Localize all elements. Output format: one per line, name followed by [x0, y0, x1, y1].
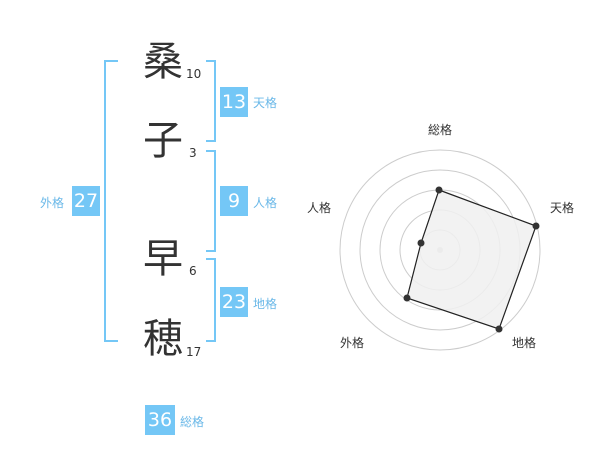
tenkaku-bracket — [206, 60, 216, 142]
radar-label-gaikaku: 外格 — [340, 335, 364, 350]
stroke-count-3: 6 — [189, 264, 197, 278]
radar-polygon — [406, 189, 537, 330]
soukaku-value-badge: 36 — [145, 405, 175, 435]
name-char-4: 穂 — [143, 316, 183, 362]
stroke-count-1: 10 — [186, 67, 202, 81]
radar-grid-ring-1 — [339, 149, 541, 351]
name-char-2: 子 — [143, 118, 183, 164]
stroke-count-2: 3 — [189, 146, 197, 160]
chikaku-bracket — [206, 258, 216, 342]
radar-point-soukaku — [435, 186, 443, 194]
radar-point-jinkaku — [417, 239, 425, 247]
tenkaku-label: 天格 — [253, 96, 278, 110]
chikaku-label: 地格 — [253, 297, 278, 311]
chikaku-value-badge: 23 — [220, 287, 248, 317]
soukaku-label: 総格 — [180, 415, 205, 429]
radar-label-jinkaku: 人格 — [307, 200, 331, 215]
radar-point-tenkaku — [532, 222, 540, 230]
jinkaku-bracket — [206, 150, 216, 252]
name-char-1: 桑 — [143, 39, 183, 85]
radar-label-soukaku: 総格 — [428, 122, 452, 137]
name-char-3: 早 — [143, 236, 183, 282]
stroke-count-4: 17 — [186, 345, 202, 359]
radar-point-gaikaku — [403, 294, 411, 302]
tenkaku-value-badge: 13 — [220, 87, 248, 117]
gaikaku-label: 外格 — [40, 196, 65, 210]
radar-label-chikaku: 地格 — [512, 335, 536, 350]
gaikaku-value-badge: 27 — [72, 186, 100, 216]
radar-point-chikaku — [495, 325, 503, 333]
radar-label-tenkaku: 天格 — [550, 200, 574, 215]
fortune-radar-chart: 総格 天格 人格 外格 地格 — [307, 122, 574, 351]
gaikaku-bracket — [104, 60, 118, 342]
jinkaku-label: 人格 — [253, 196, 278, 210]
jinkaku-value-badge: 9 — [220, 186, 248, 216]
